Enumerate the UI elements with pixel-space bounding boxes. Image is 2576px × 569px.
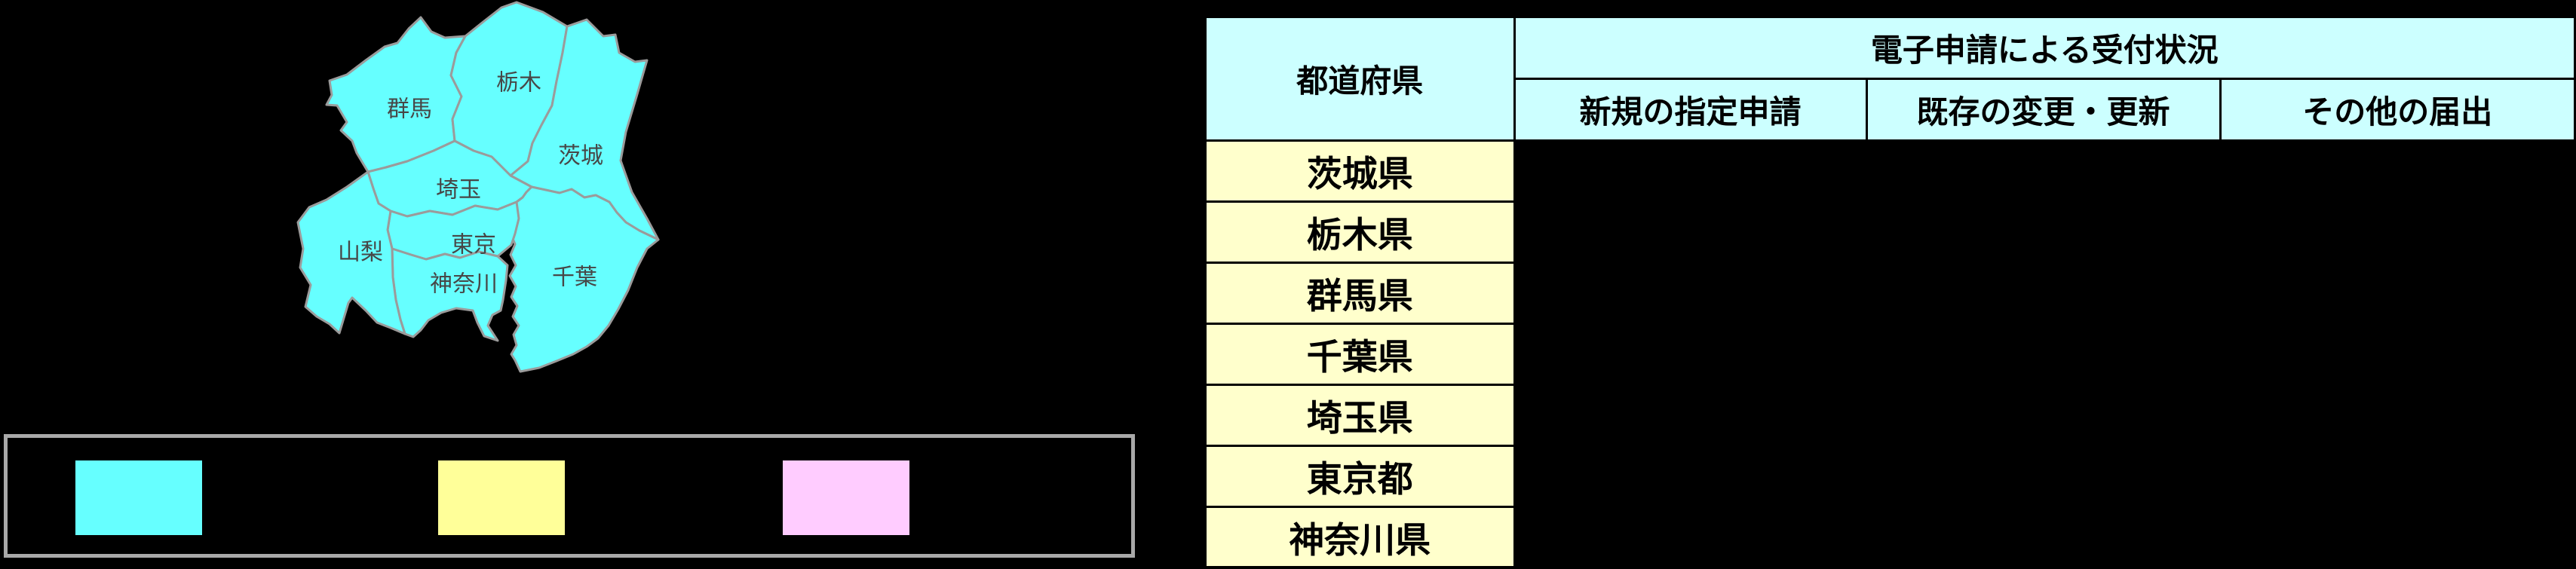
map-label-kanagawa: 神奈川 bbox=[430, 272, 498, 297]
prefecture-cell: 栃木県 bbox=[1204, 200, 1516, 264]
table-row-tochigi: 栃木県 bbox=[1204, 200, 2576, 264]
table-row-tokyo: 東京都 bbox=[1204, 444, 2576, 508]
kanto-map-svg: 群馬 栃木 茨城 埼玉 山梨 東京 神奈川 千葉 bbox=[296, 1, 660, 373]
prefecture-cell: 東京都 bbox=[1204, 444, 1516, 508]
map-label-tochigi: 栃木 bbox=[496, 71, 541, 96]
header-change-renewal: 既存の変更・更新 bbox=[1865, 77, 2222, 142]
prefecture-shape-chiba bbox=[508, 185, 660, 373]
header-group-reception-status: 電子申請による受付状況 bbox=[1513, 15, 2576, 80]
table-row-gunma: 群馬県 bbox=[1204, 261, 2576, 325]
data-cell-empty bbox=[2219, 383, 2576, 447]
data-cell-empty bbox=[1513, 139, 1868, 203]
data-cell-empty bbox=[1865, 505, 2222, 569]
map-label-saitama: 埼玉 bbox=[436, 178, 481, 203]
prefecture-cell: 千葉県 bbox=[1204, 322, 1516, 386]
status-table-container: 都道府県 電子申請による受付状況 新規の指定申請 既存の変更・更新 その他の届出… bbox=[1204, 15, 2576, 569]
legend-swatch-pink bbox=[783, 460, 909, 535]
data-cell-empty bbox=[2219, 444, 2576, 508]
data-cell-empty bbox=[1865, 444, 2222, 508]
data-cell-empty bbox=[1865, 139, 2222, 203]
data-cell-empty bbox=[1513, 261, 1868, 325]
prefecture-cell: 群馬県 bbox=[1204, 261, 1516, 325]
legend-swatch-cyan bbox=[75, 460, 202, 535]
data-cell-empty bbox=[2219, 139, 2576, 203]
data-cell-empty bbox=[2219, 322, 2576, 386]
data-cell-empty bbox=[1865, 383, 2222, 447]
prefecture-cell: 神奈川県 bbox=[1204, 505, 1516, 569]
data-cell-empty bbox=[1865, 322, 2222, 386]
data-cell-empty bbox=[2219, 261, 2576, 325]
data-cell-empty bbox=[1865, 200, 2222, 264]
map-label-tokyo: 東京 bbox=[451, 233, 496, 258]
table-row-kanagawa: 神奈川県 bbox=[1204, 505, 2576, 569]
data-cell-empty bbox=[1865, 261, 2222, 325]
kanto-region-map: 群馬 栃木 茨城 埼玉 山梨 東京 神奈川 千葉 bbox=[294, 0, 671, 384]
map-label-yamanashi: 山梨 bbox=[338, 240, 383, 265]
prefecture-cell: 茨城県 bbox=[1204, 139, 1516, 203]
prefecture-cell: 埼玉県 bbox=[1204, 383, 1516, 447]
table-row-ibaraki: 茨城県 bbox=[1204, 139, 2576, 203]
header-prefecture: 都道府県 bbox=[1204, 15, 1516, 142]
table-row-saitama: 埼玉県 bbox=[1204, 383, 2576, 447]
header-new-application: 新規の指定申請 bbox=[1513, 77, 1868, 142]
legend-box bbox=[4, 434, 1135, 558]
map-label-chiba: 千葉 bbox=[552, 265, 597, 290]
prefecture-shape-kanagawa bbox=[391, 247, 509, 342]
data-cell-empty bbox=[1513, 200, 1868, 264]
prefecture-shape-yamanashi bbox=[296, 170, 406, 335]
reception-status-table: 都道府県 電子申請による受付状況 新規の指定申請 既存の変更・更新 その他の届出… bbox=[1204, 15, 2576, 569]
data-cell-empty bbox=[1513, 444, 1868, 508]
data-cell-empty bbox=[1513, 322, 1868, 386]
table-row-chiba: 千葉県 bbox=[1204, 322, 2576, 386]
header-other-notification: その他の届出 bbox=[2219, 77, 2576, 142]
data-cell-empty bbox=[2219, 505, 2576, 569]
data-cell-empty bbox=[1513, 505, 1868, 569]
data-cell-empty bbox=[2219, 200, 2576, 264]
map-label-gunma: 群馬 bbox=[387, 97, 432, 122]
legend-swatch-yellow bbox=[438, 460, 565, 535]
map-label-ibaraki: 茨城 bbox=[558, 144, 603, 169]
data-cell-empty bbox=[1513, 383, 1868, 447]
